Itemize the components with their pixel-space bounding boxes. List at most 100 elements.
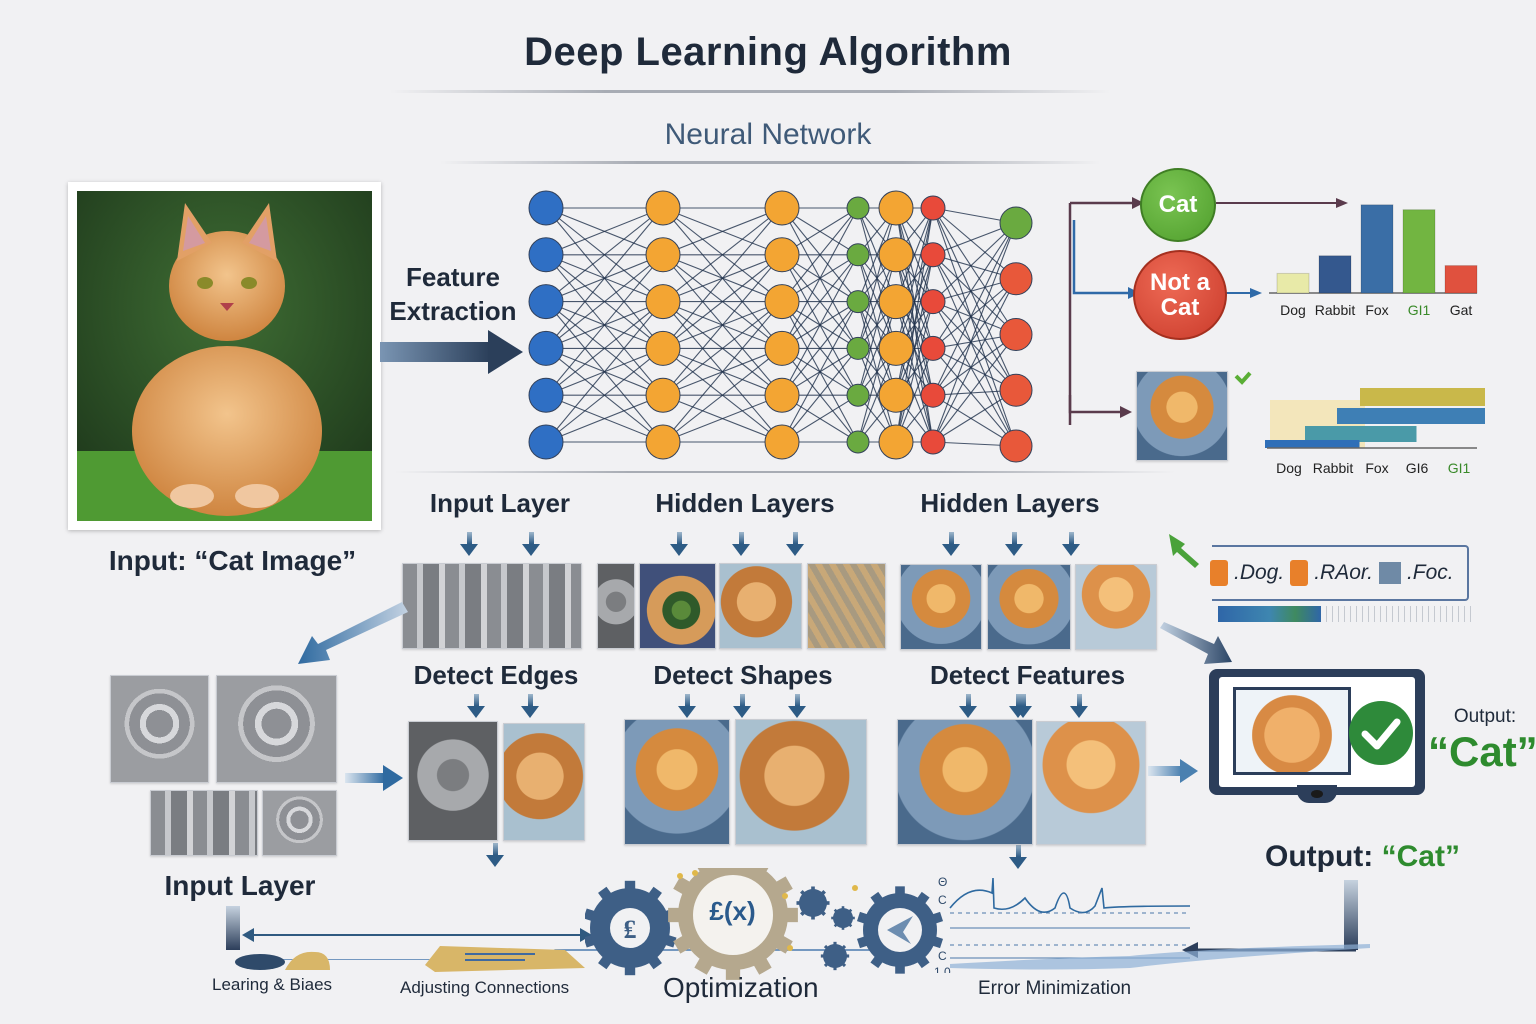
neuron-hidden-5 — [920, 242, 946, 268]
shape-feature-map-3 — [719, 563, 802, 649]
neuron-hidden-4 — [878, 377, 914, 413]
neuron-hidden-2 — [764, 330, 800, 366]
neuron-hidden-3 — [846, 290, 870, 314]
connection-line — [932, 254, 1017, 335]
tick-label: Dog — [1276, 460, 1302, 476]
feature-map-cat-1 — [900, 564, 982, 650]
feature-extraction-line1: Feature — [406, 262, 500, 292]
tick-label: GI6 — [1406, 460, 1429, 476]
neuron-hidden-1 — [645, 237, 681, 273]
tick-label: GI1 — [1408, 302, 1431, 318]
feature-extraction-label: Feature Extraction — [388, 260, 518, 328]
connection-line — [545, 301, 664, 443]
feature-map-cat-3 — [1075, 564, 1157, 650]
stage-heading-detect-edges: Detect Edges — [413, 660, 579, 690]
legend-item-dog: .Dog. — [1234, 561, 1285, 584]
stage-heading-detect-shapes: Detect Shapes — [653, 660, 833, 690]
connection-line — [781, 254, 859, 349]
stacked-bar-yellow — [1360, 388, 1485, 406]
edge-detection-grey-cat — [408, 721, 498, 841]
connection-line — [545, 254, 664, 396]
neuron-output — [999, 262, 1033, 296]
shape-feature-map-1 — [597, 563, 635, 649]
connection-line — [781, 207, 859, 302]
down-arrow-icon — [732, 532, 750, 556]
stage-heading-detect-features: Detect Features — [929, 660, 1126, 690]
legend-strip — [1212, 545, 1469, 601]
input-layer-map-4 — [262, 790, 337, 856]
connection-line — [662, 207, 783, 256]
neuron-hidden-1 — [645, 284, 681, 320]
connection-line — [545, 207, 664, 349]
down-arrow-icon — [678, 694, 696, 718]
connection-line — [545, 347, 664, 443]
connection-line — [932, 301, 1017, 391]
stage-heading-hidden-layers-1: Hidden Layers — [655, 488, 835, 518]
neuron-hidden-5 — [920, 429, 946, 455]
down-arrow-icon — [486, 843, 504, 867]
down-arrow-icon — [467, 694, 485, 718]
down-arrow-icon — [1062, 532, 1080, 556]
connection-line — [932, 334, 1017, 443]
neuron-hidden-5 — [920, 289, 946, 315]
down-arrow-icon — [942, 532, 960, 556]
checkmark-icon — [1234, 371, 1252, 385]
connection-line — [932, 222, 1017, 302]
formula-gear-hub — [693, 875, 773, 955]
connection-line — [662, 347, 783, 443]
neuron-hidden-3 — [846, 430, 870, 454]
success-check-icon — [1349, 701, 1413, 765]
connection-line — [781, 207, 859, 349]
neuron-hidden-3 — [846, 383, 870, 407]
neuron-hidden-2 — [764, 190, 800, 226]
page-title: Deep Learning Algorithm — [524, 30, 1012, 74]
arrow-to-output-monitor — [1160, 622, 1232, 664]
connection-line — [932, 222, 1017, 443]
tick-label: Rabbit — [1315, 302, 1356, 318]
feature-extraction-arrow — [380, 330, 523, 374]
small-gear-icon — [831, 906, 855, 930]
classified-cat-thumbnail — [1136, 371, 1228, 461]
connection-line — [662, 207, 783, 349]
neuron-input — [528, 284, 564, 320]
error-curve — [949, 877, 1191, 914]
title-divider — [390, 90, 1110, 93]
spark-dot — [782, 893, 788, 899]
connection-line — [895, 207, 934, 349]
down-arrow-icon — [522, 532, 540, 556]
stacked-bar-blue — [1337, 408, 1485, 424]
neuron-output — [999, 318, 1033, 351]
bar-dog — [1276, 272, 1310, 294]
monitor-stand — [1297, 785, 1337, 803]
down-arrow-icon — [1009, 845, 1027, 869]
tick-label: GI1 — [1448, 460, 1471, 476]
optimization-gears: ₤ — [585, 868, 944, 980]
output-side-label: Output: — [1453, 706, 1517, 727]
bar-rabbit — [1318, 255, 1352, 294]
neuron-input — [528, 377, 564, 413]
connection-line — [932, 254, 1017, 391]
connection-line — [662, 207, 783, 303]
learning-and-adjusting-icons — [235, 946, 585, 972]
spark-dot — [692, 870, 698, 876]
neuron-hidden-3 — [846, 196, 870, 220]
connection-line — [895, 301, 934, 443]
output-main-value: “Cat” — [1381, 840, 1460, 873]
connection-line — [781, 254, 859, 396]
connection-line — [932, 207, 1017, 447]
feature-detection-cat-sitting — [1036, 721, 1146, 845]
spark-dot — [787, 945, 793, 951]
neuron-hidden-1 — [645, 330, 681, 366]
adjusting-connections-label: Adjusting Connections — [400, 978, 570, 997]
output-monitor — [1209, 669, 1425, 803]
connection-line — [662, 301, 783, 396]
neuron-hidden-1 — [645, 377, 681, 413]
neuron-hidden-4 — [878, 190, 914, 226]
neuron-input — [528, 424, 564, 460]
connection-line — [932, 207, 1017, 335]
monitor-power-button — [1311, 790, 1323, 798]
connection-line — [545, 207, 664, 303]
